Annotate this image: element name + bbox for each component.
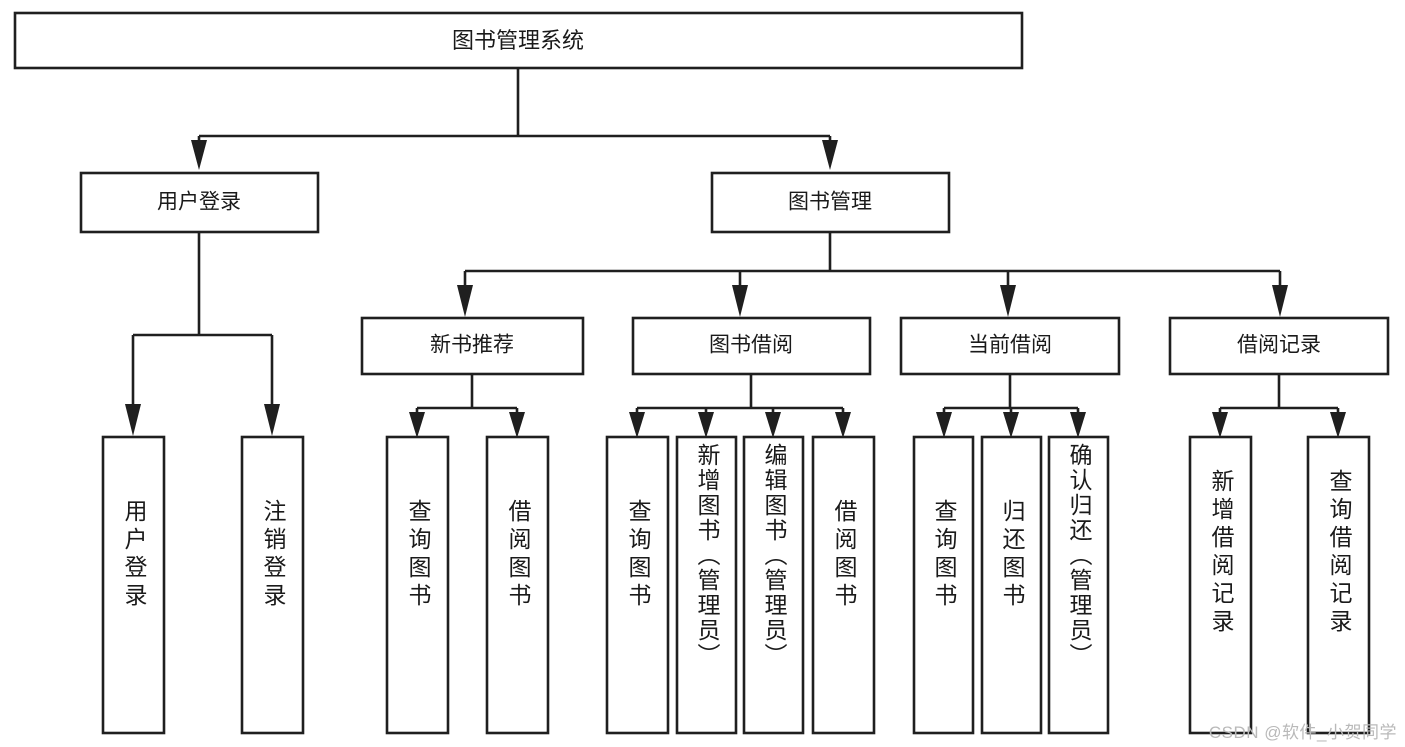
arrow-head-icon [1070,412,1086,438]
node-borrow-record[interactable]: 借阅记录 [1168,316,1390,376]
node-box [13,11,1024,70]
leaf-box[interactable] [485,435,550,735]
node-book-borrow[interactable]: 图书借阅 [631,316,872,376]
arrow-head-icon [457,285,473,317]
arrow-head-icon [936,412,952,438]
arrow-head-icon [822,140,838,170]
watermark: CSDN @软件_小贺同学 [1208,723,1397,742]
arrow-head-icon [509,412,525,438]
arrow-head-icon [125,404,141,436]
leaf-box[interactable] [101,435,166,735]
arrow-head-icon [264,404,280,436]
arrow-head-icon [698,412,714,438]
arrow-head-icon [409,412,425,438]
node-label: 借阅记录 [1237,334,1321,357]
connector-newbook-to-leaves [409,374,525,438]
node-current-borrow[interactable]: 当前借阅 [899,316,1121,376]
arrow-head-icon [765,412,781,438]
connector-root-to-level1 [191,68,838,170]
leaf-box[interactable] [1306,435,1371,735]
node-box [631,316,872,376]
leaf-box[interactable] [980,435,1043,735]
node-box [899,316,1121,376]
leaf-boxes [101,435,1371,735]
node-label: 图书管理 [788,191,872,214]
arrow-head-icon [1272,285,1288,317]
leaf-box[interactable] [912,435,975,735]
leaf-box[interactable] [675,435,738,735]
connector-borrowrecord-to-leaves [1212,374,1346,438]
arrow-head-icon [1330,412,1346,438]
node-label: 新书推荐 [430,334,514,357]
leaf-box[interactable] [605,435,670,735]
arrow-head-icon [1212,412,1228,438]
connector-bookborrow-to-leaves [629,374,851,438]
leaf-box[interactable] [1188,435,1253,735]
node-label: 图书管理系统 [452,28,584,53]
arrow-head-icon [732,285,748,317]
node-root[interactable]: 图书管理系统 [13,11,1024,70]
arrow-head-icon [629,412,645,438]
node-new-book-recommend[interactable]: 新书推荐 [360,316,585,376]
node-book-management[interactable]: 图书管理 [710,171,951,234]
node-box [710,171,951,234]
node-user-login[interactable]: 用户登录 [79,171,320,234]
leaf-box[interactable] [811,435,876,735]
node-box [360,316,585,376]
leaf-box[interactable] [1047,435,1110,735]
leaf-box[interactable] [385,435,450,735]
leaf-box[interactable] [742,435,805,735]
node-box [1168,316,1390,376]
arrow-head-icon [191,140,207,170]
connector-currentborrow-to-leaves [936,374,1086,438]
connector-bookmgmt-to-level2 [457,232,1288,317]
connector-userlogin-to-leaves [125,232,280,436]
node-label: 用户登录 [157,191,241,214]
arrow-head-icon [835,412,851,438]
node-label: 图书借阅 [709,334,793,357]
arrow-head-icon [1003,412,1019,438]
leaf-box[interactable] [240,435,305,735]
node-label: 当前借阅 [968,334,1052,357]
arrow-head-icon [1000,285,1016,317]
